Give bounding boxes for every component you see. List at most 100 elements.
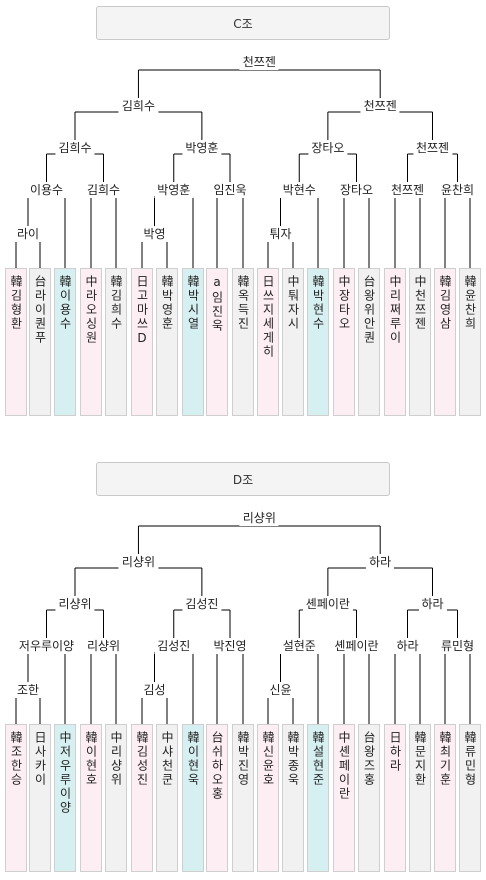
player-name: 韓박진영 <box>236 731 250 787</box>
player-slot: 韓박현수 <box>307 268 329 416</box>
player-name: 中셴페이란 <box>337 731 351 801</box>
semifinal-winner: 리샹위 <box>55 596 95 612</box>
quarterfinal-winner: 임진욱 <box>210 182 250 198</box>
player-name: 中저우루이양 <box>58 731 72 815</box>
player-name: 韓박시열 <box>186 275 200 331</box>
player-name: 韓이현욱 <box>186 731 200 787</box>
final-winner: 김희수 <box>118 98 158 114</box>
quarterfinal-winner: 박영훈 <box>154 182 194 198</box>
player-slot: 日하라 <box>384 724 406 872</box>
player-name: 日사카이 <box>33 731 47 787</box>
group-champion: 리샹위 <box>239 510 279 526</box>
player-name: 韓신윤호 <box>261 731 275 787</box>
player-slot: 韓설현준 <box>307 724 329 872</box>
quarterfinal-winner: 리샹위 <box>83 638 124 654</box>
semifinal-winner: 장타오 <box>308 140 348 156</box>
quarterfinal-winner: 셴페이란 <box>331 638 382 654</box>
player-slot: a임진욱 <box>206 268 228 416</box>
player-name: 韓김성진 <box>135 731 149 787</box>
player-name: 韓박현수 <box>311 275 325 331</box>
quarterfinal-winner: 김성진 <box>154 638 194 654</box>
player-slot: 韓신윤호 <box>257 724 279 872</box>
quarterfinal-winner: 천쯔젠 <box>387 182 428 198</box>
player-name: 韓김형환 <box>9 275 23 331</box>
player-slot: 韓김영삼 <box>434 268 456 416</box>
player-slot: 韓이현호 <box>80 724 102 872</box>
player-slot: 韓문지환 <box>409 724 431 872</box>
player-name: 韓류민형 <box>463 731 477 787</box>
quarterfinal-winner: 이용수 <box>26 182 67 198</box>
quarterfinal-winner: 박현수 <box>279 182 319 198</box>
player-slot: 韓김희수 <box>105 268 127 416</box>
player-slot: 韓김형환 <box>5 268 27 416</box>
player-name: 韓설현준 <box>311 731 325 787</box>
player-name: 日쓰지세게히 <box>261 275 275 359</box>
prelim-winner: 신윤 <box>266 682 295 698</box>
group-champion: 천쯔젠 <box>239 54 279 70</box>
player-name: 日고마쓰D <box>135 275 149 347</box>
player-slot: 中라오싱원 <box>80 268 102 416</box>
quarterfinal-winner: 윤찬희 <box>437 182 478 198</box>
player-slot: 韓박시열 <box>182 268 204 416</box>
quarterfinal-winner: 김희수 <box>83 182 124 198</box>
group-c-header: C조 <box>96 6 390 40</box>
player-slot: 台왕즈홍 <box>358 724 380 872</box>
group-d-header: D조 <box>96 462 390 496</box>
player-name: 韓윤찬희 <box>463 275 477 331</box>
player-slot: 韓박종욱 <box>282 724 304 872</box>
player-slot: 韓이용수 <box>54 268 76 416</box>
player-slot: 韓윤찬희 <box>459 268 481 416</box>
player-slot: 中샤천쿤 <box>156 724 178 872</box>
player-slot: 台쉬하오홍 <box>206 724 228 872</box>
player-slot: 中퉈자시 <box>282 268 304 416</box>
player-slot: 中저우루이양 <box>54 724 76 872</box>
player-name: a임진욱 <box>210 275 224 333</box>
player-name: 中퉈자시 <box>286 275 300 331</box>
player-slot: 日사카이 <box>29 724 51 872</box>
semifinal-winner: 셴페이란 <box>302 596 353 612</box>
quarterfinal-winner: 설현준 <box>279 638 319 654</box>
player-name: 中샤천쿤 <box>160 731 174 787</box>
player-slot: 韓최기훈 <box>434 724 456 872</box>
prelim-winner: 김성 <box>140 682 169 698</box>
player-slot: 日고마쓰D <box>131 268 153 416</box>
player-name: 台왕위안퀀 <box>362 275 376 345</box>
prelim-winner: 퉈자 <box>266 226 295 242</box>
player-name: 韓김희수 <box>109 275 123 331</box>
quarterfinal-winner: 하라 <box>393 638 422 654</box>
player-name: 中라오싱원 <box>84 275 98 345</box>
group-d-title: D조 <box>232 472 254 487</box>
player-slot: 韓김성진 <box>131 724 153 872</box>
semifinal-winner: 천쯔젠 <box>412 140 453 156</box>
quarterfinal-winner: 박진영 <box>210 638 250 654</box>
player-name: 韓조한승 <box>9 731 23 787</box>
player-name: 韓문지환 <box>413 731 427 787</box>
player-slot: 中천쯔젠 <box>409 268 431 416</box>
semifinal-winner: 하라 <box>418 596 447 612</box>
semifinal-winner: 김희수 <box>55 140 95 156</box>
player-slot: 中셴페이란 <box>333 724 355 872</box>
player-slot: 台라이퀀푸 <box>29 268 51 416</box>
player-name: 日하라 <box>388 731 402 773</box>
player-name: 中리쩌루이 <box>388 275 402 345</box>
quarterfinal-winner: 장타오 <box>336 182 377 198</box>
player-slot: 中리샹위 <box>105 724 127 872</box>
player-name: 台라이퀀푸 <box>33 275 47 345</box>
player-slot: 日쓰지세게히 <box>257 268 279 416</box>
semifinal-winner: 박영훈 <box>182 140 222 156</box>
quarterfinal-winner: 류민형 <box>437 638 478 654</box>
prelim-winner: 조한 <box>13 682 43 698</box>
player-slot: 台왕위안퀀 <box>358 268 380 416</box>
player-name: 韓박종욱 <box>286 731 300 787</box>
player-name: 中장타오 <box>337 275 351 331</box>
final-winner: 천쯔젠 <box>360 98 400 114</box>
group-c-title: C조 <box>233 16 253 31</box>
final-winner: 하라 <box>366 554 395 570</box>
player-name: 台쉬하오홍 <box>210 731 224 801</box>
player-slot: 韓류민형 <box>459 724 481 872</box>
quarterfinal-winner: 저우루이양 <box>15 638 78 654</box>
player-slot: 韓조한승 <box>5 724 27 872</box>
player-slot: 韓박진영 <box>232 724 254 872</box>
player-name: 韓박영훈 <box>160 275 174 331</box>
player-slot: 韓옥득진 <box>232 268 254 416</box>
